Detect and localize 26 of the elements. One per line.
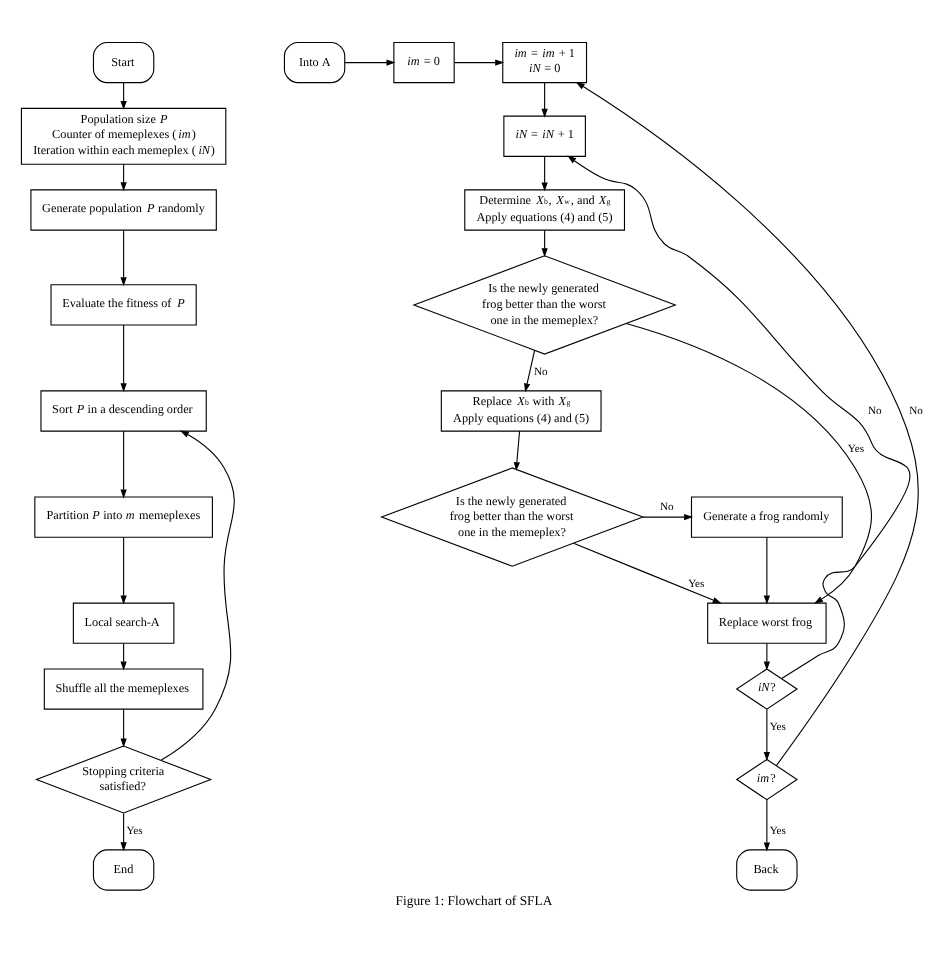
- arrow: [160, 430, 235, 761]
- arrow: [625, 322, 873, 604]
- arrow: [567, 155, 911, 680]
- arrow: [120, 324, 127, 393]
- arrow: [763, 708, 770, 761]
- arrow: [642, 513, 694, 521]
- arrow: [541, 156, 548, 192]
- arrow: [120, 229, 127, 287]
- arrow: [575, 81, 919, 767]
- arrow: [763, 799, 770, 852]
- arrow: [513, 430, 521, 472]
- arrow: [120, 642, 127, 671]
- arrow: [454, 59, 505, 66]
- arrow: [763, 536, 770, 605]
- arrow: [120, 536, 127, 605]
- arrow: [120, 82, 127, 110]
- arrow: [120, 812, 127, 852]
- arrow: [573, 542, 722, 604]
- arrow: [541, 82, 548, 118]
- arrow: [120, 430, 127, 499]
- arrow: [524, 349, 536, 393]
- arrow: [763, 642, 770, 671]
- arrow: [120, 708, 127, 748]
- arrow: [344, 59, 396, 66]
- arrow: [120, 163, 127, 192]
- arrow: [541, 229, 548, 258]
